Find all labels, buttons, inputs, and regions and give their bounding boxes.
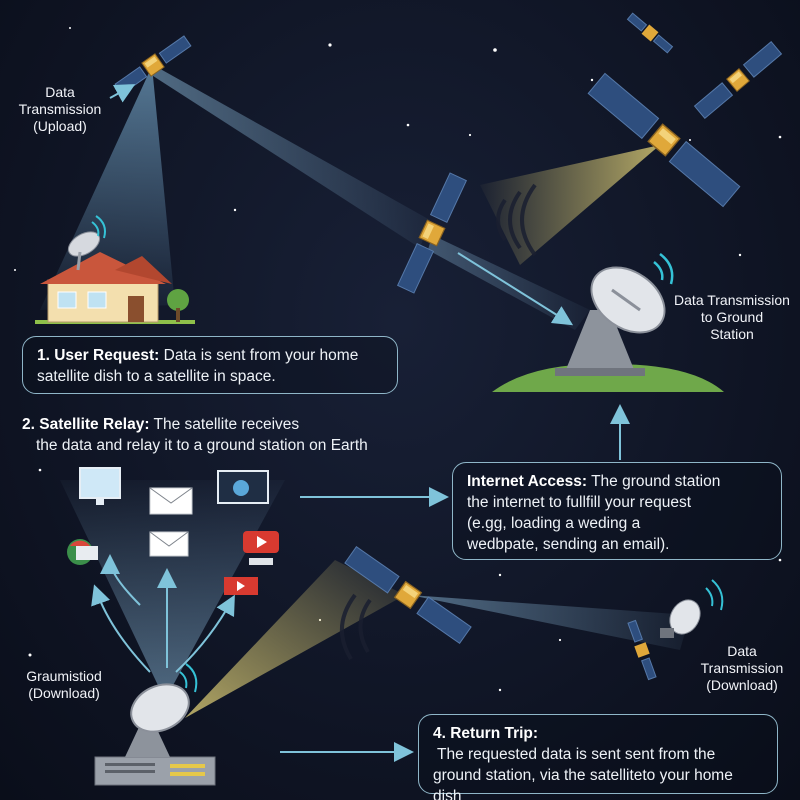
step-internet-access-title: Internet Access: [467, 473, 588, 490]
satellite-small-top [626, 12, 674, 54]
label-download-left: Graumistiod (Download) [10, 668, 118, 702]
step-internet-access-line1: Internet Access: The ground station [467, 471, 767, 492]
flow-arrows [91, 84, 630, 762]
satellite-top-right [693, 41, 783, 119]
label-down-right-line1: Data [727, 643, 757, 659]
step-satellite-relay-text1: The satellite receives [153, 416, 300, 433]
step-internet-access-box: Internet Access: The ground station the … [452, 462, 782, 560]
step-return-trip-box: 4. Return Trip: The requested data is se… [418, 714, 778, 800]
signal-arcs [339, 183, 537, 661]
satellite-relay [396, 172, 468, 294]
label-to-ground-station: Data Transmission to Ground Station [664, 292, 800, 343]
step-internet-access-text1: The ground station [591, 473, 721, 490]
internet-beam [60, 480, 285, 700]
browser-icon [67, 539, 98, 565]
ground-station [492, 253, 724, 392]
step-user-request-text1: Data is sent from your home [163, 347, 359, 364]
email-icon-2 [149, 531, 189, 557]
step-user-request-text2: satellite dish to a satellite in space. [37, 368, 276, 385]
home-dish-bottom [660, 579, 724, 638]
satellite-return [344, 545, 472, 645]
label-down-right-line2: Transmission [700, 660, 784, 676]
label-ground-line1: Data Transmission [674, 292, 790, 308]
web-page-icon [217, 470, 269, 504]
step-internet-access-text4: wedbpate, sending an email). [467, 536, 670, 553]
step-return-trip-text1: The requested data is sent sent from the [437, 746, 716, 763]
step-user-request-box: 1. User Request: Data is sent from your … [22, 336, 398, 394]
step-satellite-relay-text2: the data and relay it to a ground statio… [36, 437, 368, 454]
video-icon-2 [224, 577, 258, 595]
video-icon-1 [243, 531, 279, 565]
house [35, 252, 195, 324]
step-internet-access-text2: the internet to fullfill your request [467, 494, 692, 511]
step-return-trip-text2: ground station, via the satelliteto your… [433, 767, 733, 800]
stars [14, 27, 782, 692]
label-upload-line2: Transmission [18, 101, 102, 117]
label-upload: Data Transmission (Upload) [10, 84, 110, 135]
label-ground-line2: to Ground [700, 309, 764, 325]
label-download-right: Data Transmission (Download) [688, 643, 796, 694]
return-blue-beam [410, 595, 690, 650]
house-dish-icon [67, 215, 106, 271]
step-user-request-line1: 1. User Request: Data is sent from your … [37, 345, 383, 366]
label-down-left-line1: Graumistiod [26, 668, 102, 684]
label-upload-line3: (Upload) [33, 118, 87, 134]
step-user-request-title: 1. User Request: [37, 347, 160, 364]
monitor-icon [79, 467, 121, 505]
step-internet-access-text3: (e.gg, loading a weding a [467, 515, 641, 532]
step-satellite-relay: 2. Satellite Relay: The satellite receiv… [22, 414, 382, 456]
step-satellite-relay-line1: 2. Satellite Relay: The satellite receiv… [22, 414, 382, 435]
downlink-beam [428, 235, 590, 330]
label-ground-line3: Station [710, 326, 754, 342]
relay-gold-beam [480, 145, 660, 265]
label-down-left-line2: (Download) [28, 685, 100, 701]
label-down-right-line3: (Download) [706, 677, 778, 693]
email-icon-1 [149, 487, 193, 515]
data-stream-beam [150, 66, 430, 248]
ground-station-bottom [94, 663, 216, 786]
satellite-large-right [587, 72, 741, 208]
satellite-small-bottom [627, 619, 657, 681]
label-upload-line1: Data [45, 84, 75, 100]
step-return-trip-title: 4. Return Trip: [433, 725, 539, 742]
step-return-trip-line1: 4. Return Trip: [433, 723, 763, 744]
step-satellite-relay-title: 2. Satellite Relay: [22, 416, 150, 433]
